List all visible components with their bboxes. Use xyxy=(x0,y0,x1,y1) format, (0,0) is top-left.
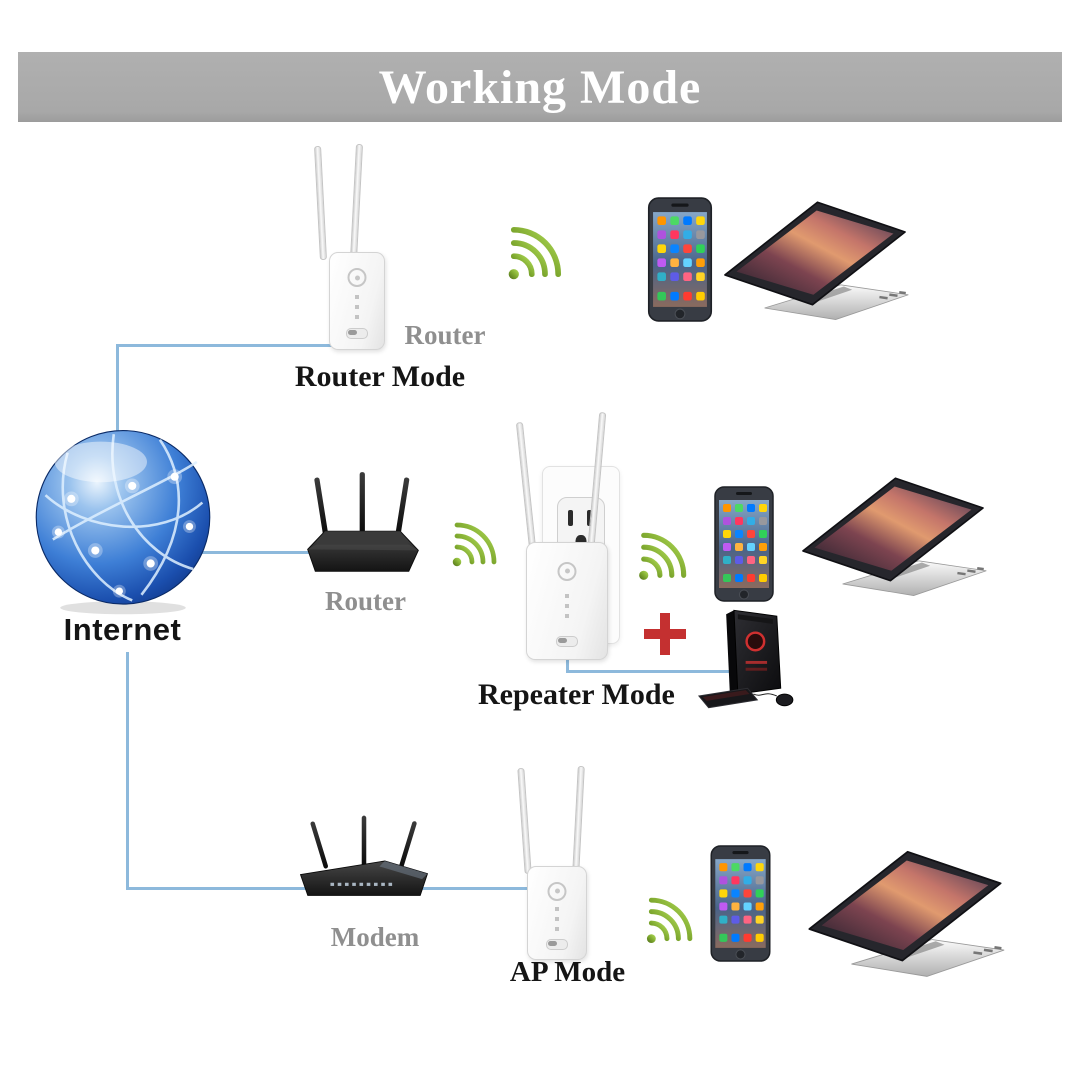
device-label: Router xyxy=(404,320,486,350)
repeater-body xyxy=(527,866,587,960)
led-indicators xyxy=(565,594,569,619)
mode-label: Router Mode xyxy=(294,360,466,393)
led-indicators xyxy=(555,907,559,932)
mode-slider xyxy=(556,636,578,648)
antenna xyxy=(349,143,364,261)
device-label: Modem xyxy=(330,922,420,952)
repeater-device xyxy=(314,143,405,350)
laptop xyxy=(720,193,910,323)
plus-icon xyxy=(644,613,686,655)
repeater-body xyxy=(526,542,608,660)
smartphone xyxy=(714,486,774,602)
antenna xyxy=(314,145,327,261)
connection-line xyxy=(116,344,119,436)
internet-label: Internet xyxy=(63,612,182,647)
wifi-signal-icon xyxy=(634,527,688,589)
connection-line xyxy=(200,551,318,554)
laptop xyxy=(797,843,1013,979)
repeater-device xyxy=(515,411,625,660)
internet-globe-icon xyxy=(30,425,216,617)
modem-device xyxy=(296,810,432,912)
title-bar: Working Mode xyxy=(18,52,1062,122)
smartphone xyxy=(646,197,714,322)
router-device xyxy=(301,470,425,582)
device-label: Router xyxy=(325,586,406,616)
outlet-ground-hole xyxy=(575,535,587,548)
mode-label: Repeater Mode xyxy=(478,678,675,711)
antenna xyxy=(572,765,585,875)
connection-line xyxy=(566,670,734,673)
led-indicators xyxy=(355,295,359,320)
wifi-indicator-icon xyxy=(347,268,367,288)
connection-line xyxy=(116,344,348,347)
mode-slider xyxy=(546,938,568,950)
wifi-indicator-icon xyxy=(547,881,567,901)
laptop xyxy=(797,470,989,598)
mode-slider xyxy=(346,328,368,340)
wifi-indicator-icon xyxy=(557,561,577,581)
repeater-body xyxy=(329,252,385,350)
outlet-slot xyxy=(568,510,573,526)
smartphone xyxy=(710,845,771,962)
wifi-signal-icon xyxy=(642,893,694,951)
repeater-device xyxy=(515,765,600,960)
antenna xyxy=(517,767,532,875)
connection-line xyxy=(566,650,569,673)
mode-label: AP Mode xyxy=(509,956,626,988)
wifi-signal-icon xyxy=(448,516,498,576)
antenna xyxy=(515,422,538,559)
antenna xyxy=(586,411,607,557)
wifi-signal-icon xyxy=(503,218,563,292)
desktop-pc xyxy=(695,604,807,714)
connection-line xyxy=(126,652,129,890)
page-title: Working Mode xyxy=(378,60,702,114)
